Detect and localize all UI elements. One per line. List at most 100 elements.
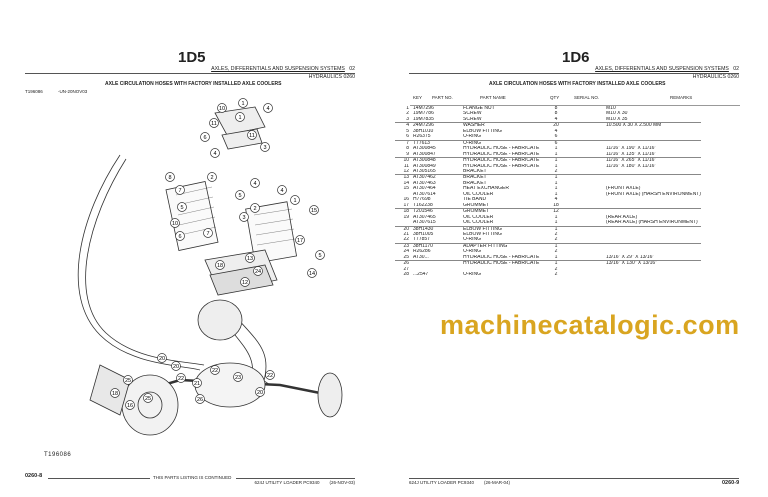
cell-part: R26375	[413, 134, 431, 140]
cell-name: HYDRAULIC HOSE - FABRICATE	[463, 163, 540, 169]
callout-circle	[315, 250, 325, 260]
figure-id: T196086	[25, 89, 43, 94]
col-serial: SERIAL NO.	[574, 95, 600, 100]
callout-22: 22	[265, 370, 275, 380]
callout-number: 7	[206, 231, 209, 237]
table-row: 27 2	[395, 267, 701, 272]
left-footer: 624J UTILITY LOADER PC9340 (26-NOV-03)	[255, 480, 355, 486]
left-footer-rule-a	[48, 478, 150, 479]
cell-remarks: 11/16" X 265" X 11/16"	[606, 157, 701, 164]
cell-key: 27	[403, 266, 409, 272]
cell-qty: 6	[554, 134, 558, 140]
cell-serial	[571, 260, 606, 267]
cell-qty: 4	[554, 128, 558, 134]
right-section-name: AXLES, DIFFERENTIALS AND SUSPENSION SYST…	[595, 66, 729, 72]
cell-serial	[571, 272, 606, 277]
cell-qty: 8	[554, 106, 558, 111]
cell-remarks	[606, 174, 701, 181]
callout-number: 20	[257, 390, 263, 396]
left-title: AXLE CIRCULATION HOSES WITH FACTORY INST…	[105, 81, 282, 87]
cell-qty: 1	[554, 180, 558, 186]
callout-6: 6	[200, 132, 210, 142]
callout-circle	[215, 260, 225, 270]
cell-remarks: 13/16" X 130" X 13/16"	[606, 260, 701, 267]
cell-key: 26	[395, 260, 413, 267]
callout-number: 18	[217, 263, 223, 269]
callout-circle	[247, 130, 257, 140]
right-footer-rule	[409, 478, 739, 479]
callout-circle	[207, 172, 217, 182]
callout-circle	[217, 103, 227, 113]
callout-number: 25	[125, 378, 131, 384]
callout-circle	[263, 103, 273, 113]
cell-qty: 20	[541, 122, 571, 129]
cell-key: 21	[403, 231, 409, 237]
cell-name: ELBOW FITTING	[463, 225, 541, 232]
callout-number: 3	[263, 145, 266, 151]
callout-21: 21	[192, 378, 202, 388]
cell-key: 11	[403, 163, 409, 169]
callout-18: 18	[110, 388, 120, 398]
callout-number: 13	[247, 256, 253, 262]
callout-circle	[255, 387, 265, 397]
cell-qty: 6	[541, 139, 571, 147]
cell-qty: 1	[554, 163, 558, 169]
cell-part: AT307462	[413, 174, 463, 181]
callout-10: 10	[217, 103, 227, 113]
cell-qty: 2	[554, 249, 558, 255]
callout-16: 16	[125, 400, 135, 410]
callout-circle	[195, 394, 205, 404]
cell-part: T162238	[413, 202, 433, 208]
callout-circle	[165, 172, 175, 182]
callout-12: 12	[240, 277, 250, 287]
callout-circle	[175, 185, 185, 195]
callout-6: 6	[175, 231, 185, 241]
cell-part: AT307614	[413, 191, 436, 197]
cell-remarks: M10 X 30	[606, 111, 628, 117]
cell-part: T201546	[413, 208, 463, 215]
cell-qty: 2	[554, 272, 558, 278]
callout-22: 22	[176, 373, 186, 383]
callout-number: 18	[112, 391, 118, 397]
cell-key: 25	[403, 254, 409, 260]
cell-key: 2	[406, 111, 409, 117]
cell-key: 12	[403, 168, 409, 174]
callout-14: 14	[307, 268, 317, 278]
callout-number: 5	[180, 205, 183, 211]
callout-number: 4	[266, 106, 269, 112]
callout-circle	[260, 142, 270, 152]
cell-remarks	[606, 272, 701, 277]
cell-qty: 2	[554, 231, 558, 237]
left-section: AXLES, DIFFERENTIALS AND SUSPENSION SYST…	[211, 66, 355, 72]
callout-23: 23	[233, 372, 243, 382]
cell-remarks	[606, 242, 701, 250]
cell-qty: 1	[541, 242, 571, 250]
cell-name: O-RING	[463, 249, 482, 255]
callout-number: 1	[238, 115, 241, 121]
cell-part: AT305165	[413, 168, 436, 174]
callout-20: 20	[255, 387, 265, 397]
cell-part: 38H1010	[413, 128, 434, 134]
callout-circle	[209, 118, 219, 128]
cell-name: BRACKET	[463, 180, 487, 186]
cell-part: 38H1170	[413, 242, 463, 250]
cell-remarks: (REAR AXLE) (HARSH ENVIRONMENT)	[606, 220, 698, 226]
callout-25: 25	[123, 375, 133, 385]
cell-key: 23	[395, 242, 413, 250]
cell-name: WASHER	[463, 122, 541, 129]
cell-key: 24	[403, 249, 409, 255]
cell-qty: 2	[554, 266, 558, 272]
cell-name: ELBOW FITTING	[463, 128, 502, 134]
callout-number: 8	[168, 175, 171, 181]
